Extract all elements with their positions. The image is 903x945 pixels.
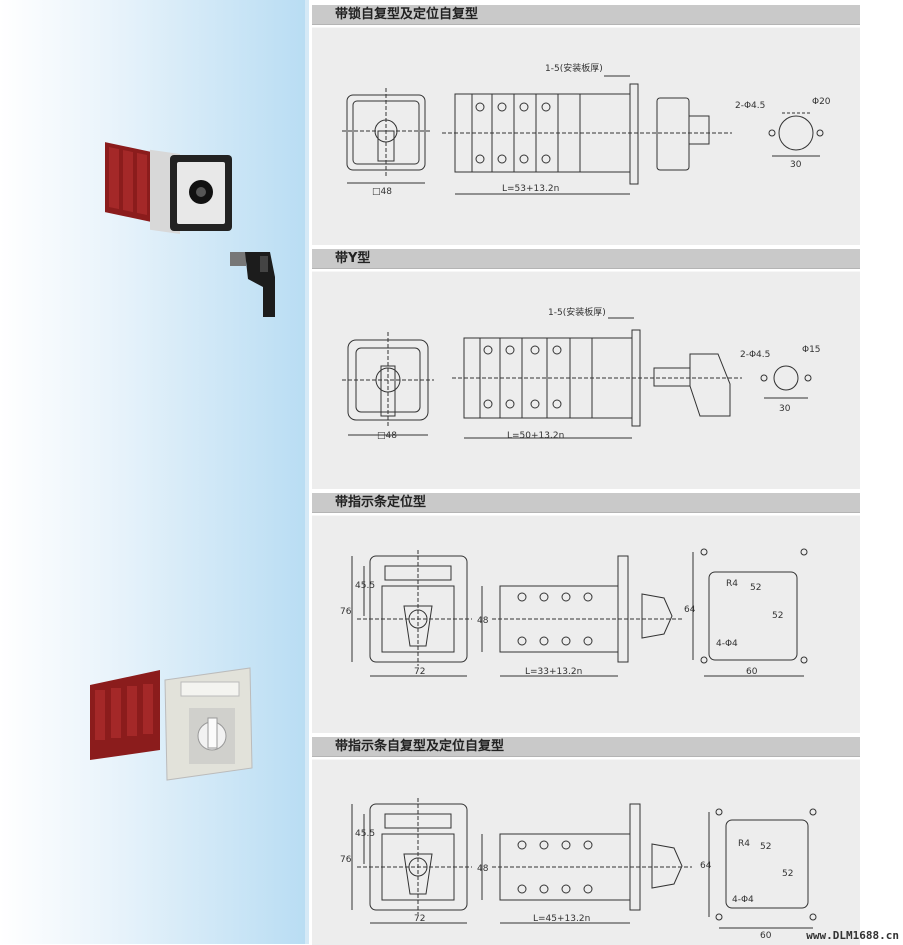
holes-label: 2-Φ4.5 bbox=[735, 101, 765, 111]
y-handle bbox=[689, 353, 731, 417]
section-2-header: 带Y型 bbox=[312, 249, 860, 269]
bore-label: Φ20 bbox=[812, 97, 831, 107]
cutout-square bbox=[725, 819, 809, 909]
holes-label: 4-Φ4 bbox=[732, 895, 754, 905]
depth-label: 48 bbox=[477, 616, 489, 626]
knob-side bbox=[651, 843, 683, 889]
terminal-row-bottom bbox=[517, 636, 593, 646]
fix-hole-right bbox=[804, 374, 812, 382]
knob-handle bbox=[403, 605, 433, 647]
watermark: www.DLM1688.cn bbox=[806, 929, 899, 942]
holes-label: 2-Φ4.5 bbox=[740, 350, 770, 360]
depth-label: 48 bbox=[477, 864, 489, 874]
width-label: 72 bbox=[414, 914, 425, 924]
length-label: L=33+13.2n bbox=[525, 667, 582, 677]
section-1-header: 带锁自复型及定位自复型 bbox=[312, 5, 860, 25]
inner-height-label: 45.5 bbox=[355, 581, 375, 591]
fix-hole-bl bbox=[700, 656, 708, 664]
fix-hole-right bbox=[816, 129, 824, 137]
pitch-height-label: 64 bbox=[684, 605, 696, 615]
knob-handle bbox=[403, 853, 433, 895]
hole-spacing-label: 30 bbox=[790, 160, 802, 170]
fix-hole-left bbox=[760, 374, 768, 382]
square-label: □48 bbox=[372, 187, 392, 197]
hole-spacing-label: 30 bbox=[779, 404, 791, 414]
terminal-row-bottom bbox=[483, 399, 562, 409]
cutout-height-label: 52 bbox=[782, 869, 793, 879]
mounting-plate bbox=[629, 83, 639, 185]
section-3-drawing: 76 45.5 48 72 L=33+13.2n 64 60 R4 52 52 … bbox=[312, 515, 860, 733]
inner-height-label: 45.5 bbox=[355, 829, 375, 839]
fix-hole-tr bbox=[809, 808, 817, 816]
key bbox=[688, 115, 710, 145]
terminal-row-bottom bbox=[517, 884, 593, 894]
section-4-drawing: 76 45.5 48 72 L=45+13.2n 64 60 R4 52 52 … bbox=[312, 759, 860, 945]
fix-hole-br bbox=[800, 656, 808, 664]
page-edge bbox=[305, 0, 309, 944]
cutout-square bbox=[708, 571, 798, 661]
front-plate bbox=[629, 803, 641, 911]
terminal-row-top bbox=[517, 592, 593, 602]
lock-cylinder bbox=[656, 97, 690, 171]
width-label: 72 bbox=[414, 667, 425, 677]
fix-hole-br bbox=[809, 913, 817, 921]
length-label: L=53+13.2n bbox=[502, 184, 559, 194]
length-label: L=45+13.2n bbox=[533, 914, 590, 924]
terminal-row-top bbox=[517, 840, 593, 850]
section-4-header: 带指示条自复型及定位自复型 bbox=[312, 737, 860, 757]
front-plate bbox=[617, 555, 629, 663]
outer-height-label: 76 bbox=[340, 855, 352, 865]
section-2-drawing: □48 L=50+13.2n 1-5(安装板厚) 30 2-Φ4.5 Φ15 bbox=[312, 271, 860, 489]
pitch-height-label: 64 bbox=[700, 861, 712, 871]
section-1-drawing: □48 L=53+13.2n 1-5(安装板厚) 30 2-Φ4.5 Φ20 bbox=[312, 27, 860, 245]
bore-circle bbox=[773, 365, 799, 391]
indicator-switch-photo bbox=[90, 667, 253, 781]
cutout-width-label: 52 bbox=[750, 583, 761, 593]
length-label: L=50+13.2n bbox=[507, 431, 564, 441]
knob-side bbox=[641, 593, 673, 639]
shaft bbox=[653, 367, 691, 387]
plate-thickness-label: 1-5(安装板厚) bbox=[545, 62, 603, 74]
lock-switch-photo bbox=[105, 142, 275, 317]
fix-hole-tl bbox=[715, 808, 723, 816]
cutout-width-label: 52 bbox=[760, 842, 771, 852]
radius-label: R4 bbox=[738, 839, 750, 849]
section-3-header: 带指示条定位型 bbox=[312, 493, 860, 513]
plate-thickness-label: 1-5(安装板厚) bbox=[548, 306, 606, 318]
bore-label: Φ15 bbox=[802, 345, 821, 355]
cutout-height-label: 52 bbox=[772, 611, 783, 621]
fix-hole-tr bbox=[800, 548, 808, 556]
square-label: □48 bbox=[377, 431, 397, 441]
pitch-width-label: 60 bbox=[760, 931, 772, 941]
terminal-row-top bbox=[483, 345, 562, 355]
terminal-row-top bbox=[475, 102, 551, 112]
bore-circle bbox=[778, 115, 814, 151]
fix-hole-left bbox=[768, 129, 776, 137]
fix-hole-tl bbox=[700, 548, 708, 556]
outer-height-label: 76 bbox=[340, 607, 352, 617]
fix-hole-bl bbox=[715, 913, 723, 921]
radius-label: R4 bbox=[726, 579, 738, 589]
terminal-row-bottom bbox=[475, 154, 551, 164]
pitch-width-label: 60 bbox=[746, 667, 758, 677]
holes-label: 4-Φ4 bbox=[716, 639, 738, 649]
